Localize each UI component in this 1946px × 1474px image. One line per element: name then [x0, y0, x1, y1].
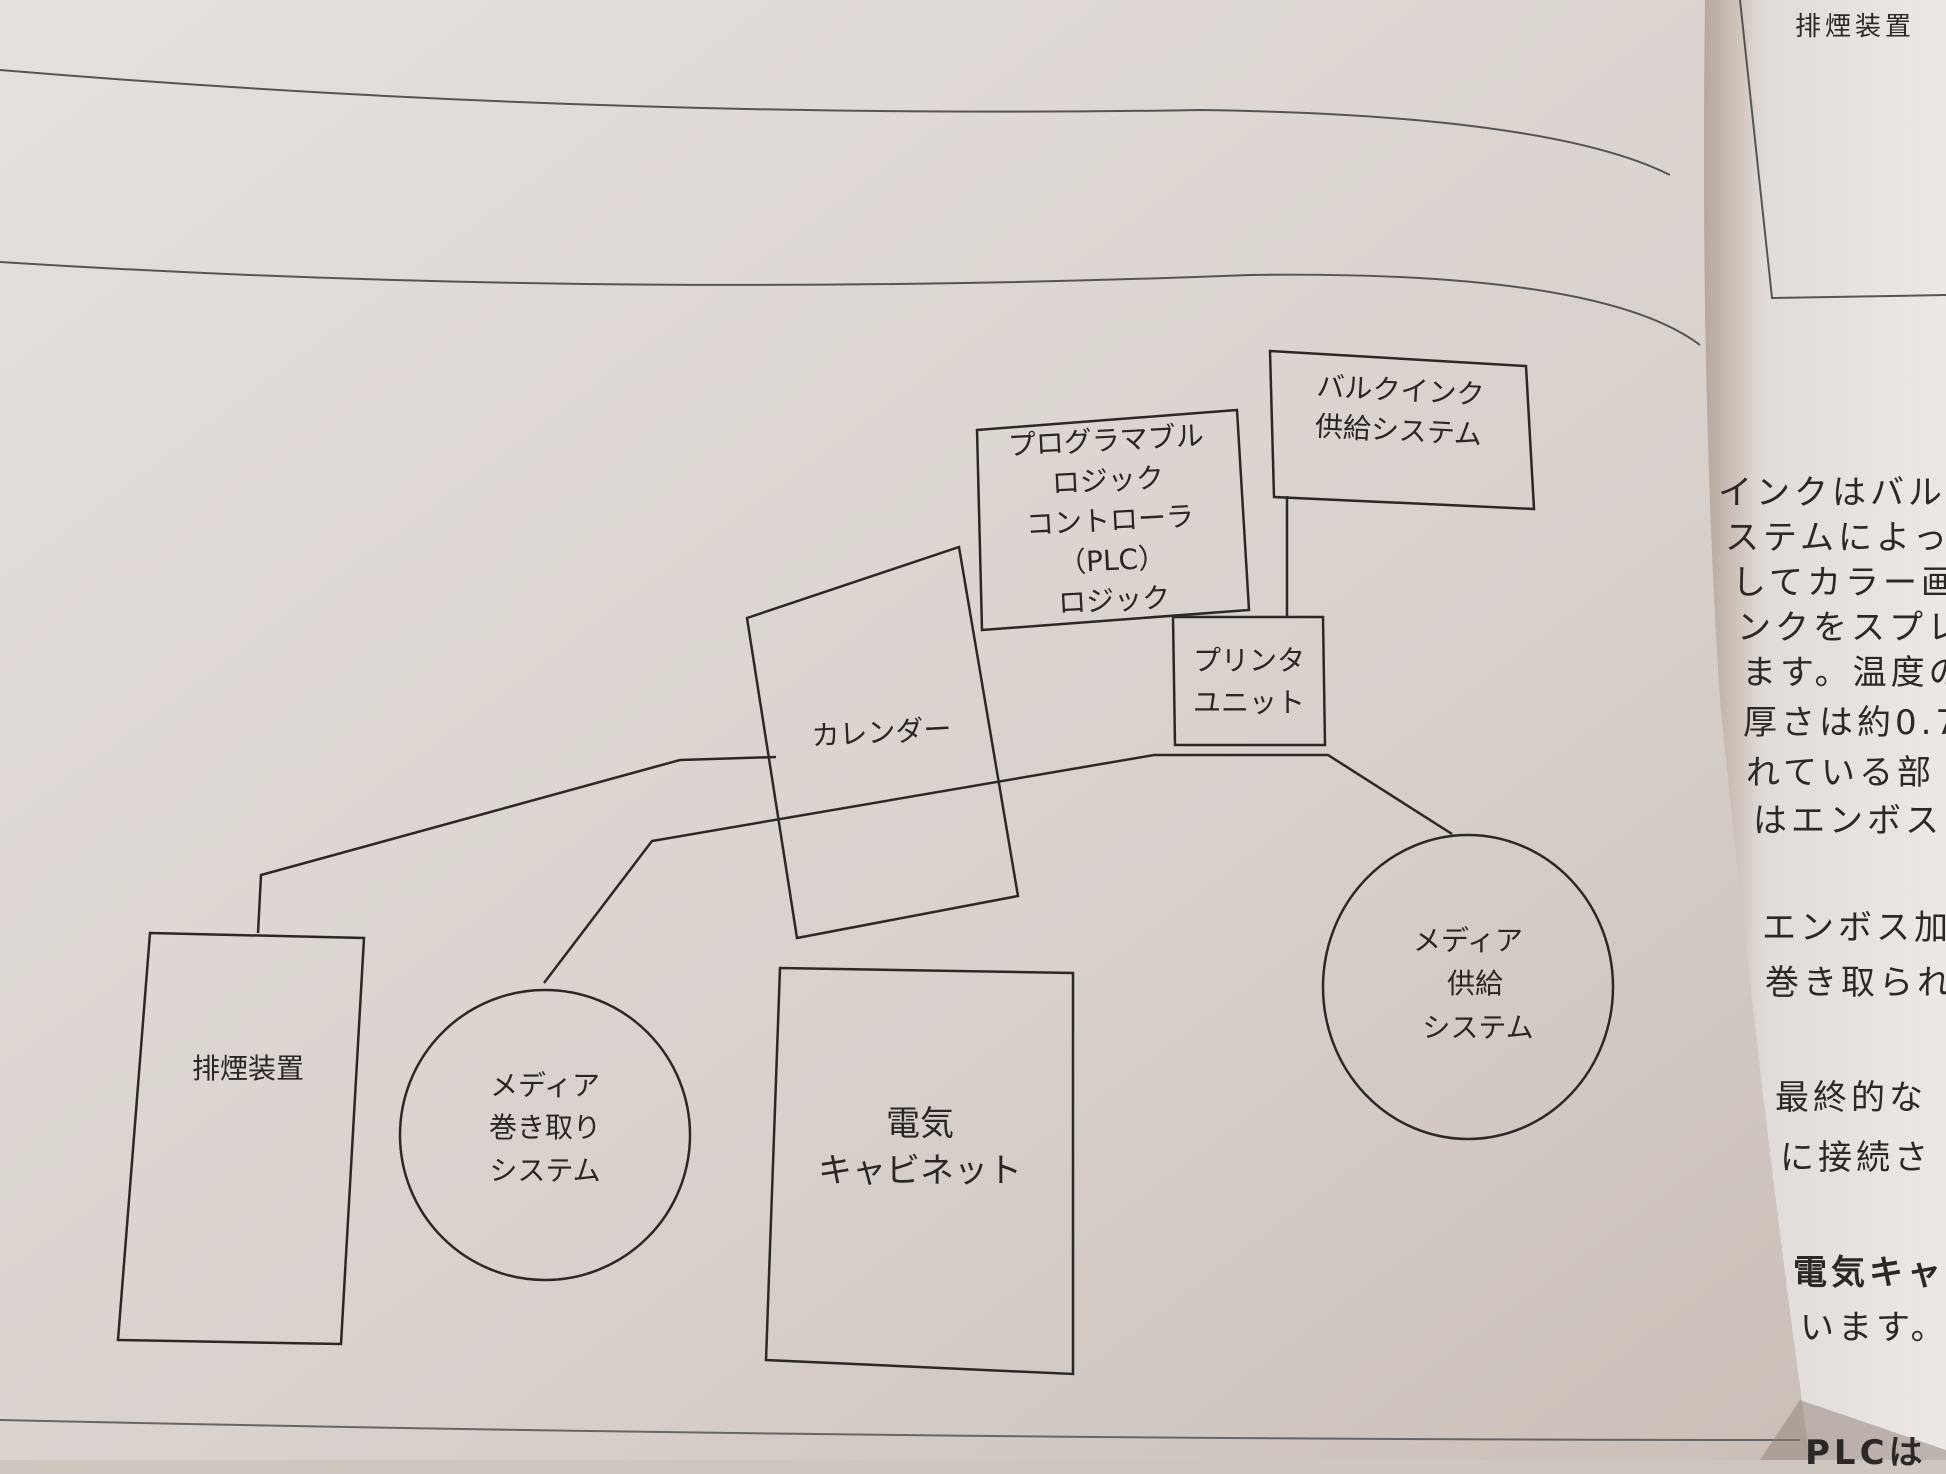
electrical-cabinet-box — [764, 966, 1075, 1376]
printer-unit-box — [1171, 615, 1327, 747]
media-winding-label-1: メディア — [490, 1069, 600, 1102]
right-text-line: います。 — [1800, 1308, 1946, 1348]
page-edge-line — [0, 261, 1701, 346]
exhaust-box — [116, 931, 366, 1346]
connector-winding-supply — [543, 753, 1453, 984]
plc-box — [975, 408, 1251, 632]
electrical-cabinet-label-2: キャビネット — [818, 1151, 1022, 1191]
media-supply-label-2: 供給 — [1447, 967, 1503, 1000]
right-text-line: インクはバル — [1718, 473, 1946, 513]
right-text-line: してカラー画 — [1732, 563, 1946, 603]
connector-exhaust-calender — [256, 755, 777, 934]
exhaust-label: 排煙装置 — [192, 1052, 304, 1085]
right-text-line: 厚さは約0.7 — [1743, 703, 1946, 743]
media-winding-label-3: システム — [489, 1154, 600, 1187]
right-text-line: ステムによっ — [1725, 518, 1946, 558]
right-page — [1704, 0, 1946, 1460]
electrical-cabinet-label-1: 電気 — [886, 1104, 954, 1144]
right-page-box — [1739, 0, 1946, 300]
page-edge-line — [0, 1419, 1801, 1441]
bulk-ink-box — [1268, 349, 1536, 511]
right-text-line: に接続さ — [1780, 1138, 1932, 1178]
media-supply-label-1: メディア — [1413, 924, 1523, 957]
media-supply-circle — [1321, 833, 1615, 1141]
printer-unit-label-1: プリンタ — [1193, 644, 1305, 677]
shadow — [1760, 1400, 1946, 1460]
plc-label-5: ロジック — [1057, 581, 1171, 620]
calender-label: カレンダー — [811, 712, 953, 752]
media-winding-circle — [398, 988, 692, 1282]
right-text-line: 最終的な — [1775, 1078, 1927, 1118]
plc-label-4: （PLC） — [1057, 541, 1167, 580]
right-text-line: ンクをスプレ — [1737, 608, 1946, 648]
right-text-line: ます。温度の — [1742, 653, 1946, 693]
page-edge-line — [0, 69, 1671, 176]
media-supply-label-3: システム — [1422, 1011, 1533, 1044]
calender-box — [745, 545, 1020, 940]
media-winding-label-2: 巻き取り — [489, 1111, 601, 1144]
right-text-line: れている部 — [1746, 753, 1935, 793]
right-text-line: PLCは — [1805, 1433, 1927, 1473]
right-box-label: 排煙装置 — [1795, 12, 1916, 42]
plc-label-2: ロジック — [1051, 461, 1165, 500]
right-text-line: エンボス加 — [1762, 908, 1946, 948]
right-text-line: 巻き取られ — [1765, 963, 1946, 1003]
printer-unit-label-2: ユニット — [1193, 686, 1305, 719]
right-text-line: はエンボス — [1753, 801, 1943, 841]
right-text-line: 電気キャ — [1793, 1253, 1945, 1293]
